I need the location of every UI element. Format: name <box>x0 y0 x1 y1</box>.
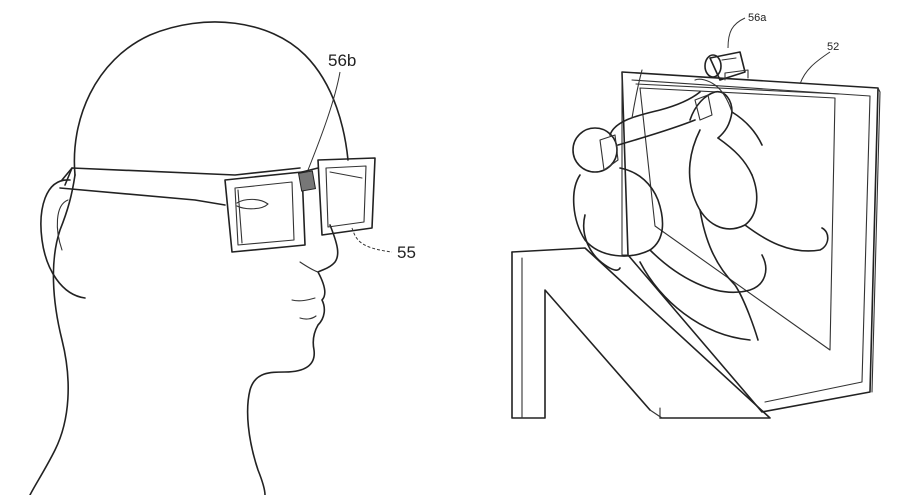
sensor-icon <box>297 170 317 192</box>
camera-lens-icon <box>704 54 722 78</box>
display-scene-figure: 56a 52 <box>500 0 900 495</box>
leader-line-55 <box>351 227 393 253</box>
display-scene-drawing: 56a 52 <box>511 12 881 419</box>
display <box>621 71 881 413</box>
label-56b: 56b <box>328 51 356 70</box>
face-details <box>291 261 319 320</box>
player-left <box>572 69 767 341</box>
player-right <box>688 78 829 341</box>
ear <box>40 179 86 299</box>
label-56a: 56a <box>748 12 767 24</box>
leader-line-56b <box>307 71 341 171</box>
label-55: 55 <box>397 243 416 262</box>
table <box>511 247 771 419</box>
leader-line-52 <box>799 51 831 85</box>
camera <box>704 17 749 81</box>
head-with-glasses-drawing: 56b 55 <box>29 21 416 495</box>
glasses <box>59 157 376 253</box>
head-with-glasses-figure: 56b 55 <box>29 21 416 495</box>
label-52: 52 <box>827 41 839 53</box>
head-outline <box>29 21 349 495</box>
